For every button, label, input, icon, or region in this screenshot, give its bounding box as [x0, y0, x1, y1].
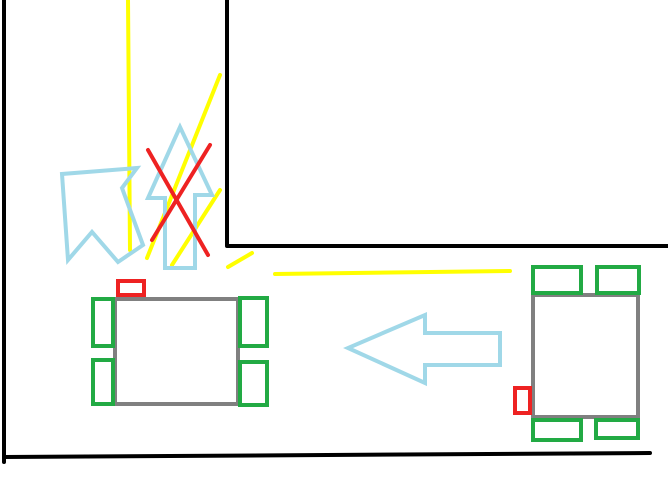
vehicle-body	[113, 297, 240, 406]
wheel-front-right	[238, 296, 269, 348]
arrow-left-movement	[343, 311, 502, 387]
building-block	[225, 0, 668, 248]
sight-line-corner	[226, 251, 254, 269]
wheel-top-right	[595, 265, 641, 295]
wheel-top-left	[531, 265, 583, 295]
wheel-front-left	[91, 297, 115, 348]
vehicle-body	[531, 293, 640, 419]
vehicle-left	[91, 279, 269, 407]
arrow-up-blocked	[144, 122, 216, 270]
front-sensor	[513, 386, 532, 415]
cross-stroke-b	[150, 143, 212, 242]
cross-stroke-a	[146, 148, 210, 257]
wheel-bottom-right	[594, 418, 640, 440]
bottom-wall	[2, 451, 652, 459]
sight-line-horizontal	[273, 269, 512, 276]
wheel-rear-right	[238, 360, 269, 407]
vehicle-right	[513, 265, 641, 442]
front-sensor	[116, 279, 146, 297]
arrow-turn-left	[59, 165, 146, 266]
blocked-cross	[146, 143, 212, 257]
arrows	[59, 122, 502, 387]
wheel-rear-left	[91, 358, 115, 406]
walls	[2, 0, 668, 464]
wheel-bottom-left	[531, 418, 583, 442]
